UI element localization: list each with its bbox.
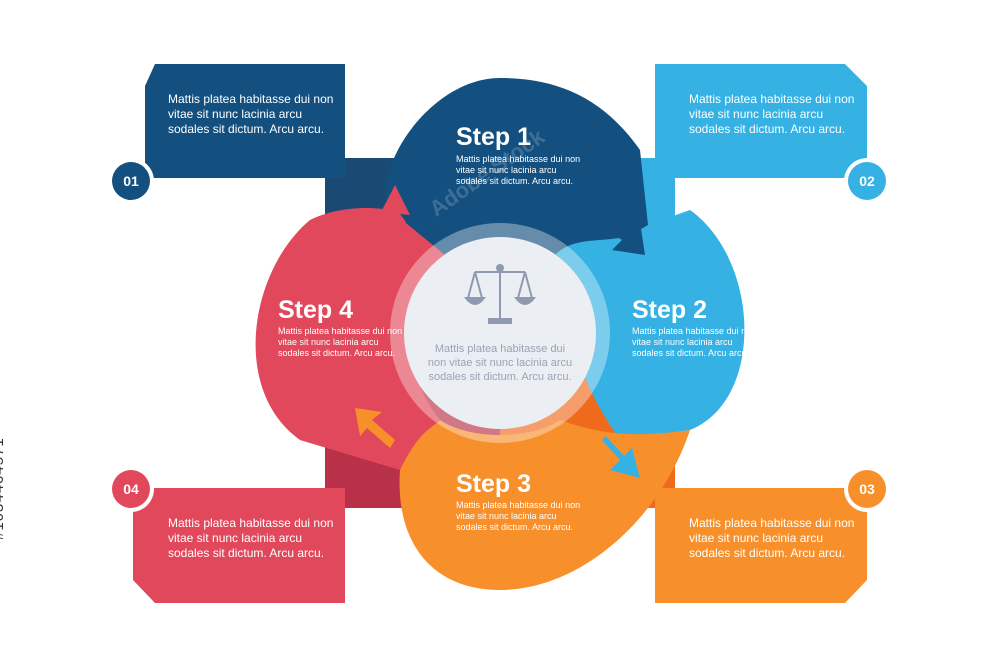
- info-box-02-text: Mattis platea habitasse dui non vitae si…: [689, 92, 855, 136]
- step1-arrow: [594, 215, 645, 255]
- step1-petal: [386, 78, 648, 255]
- info-box-04-text: Mattis platea habitasse dui non vitae si…: [168, 516, 334, 560]
- step3-text: Mattis platea habitasse dui non vitae si…: [456, 500, 581, 532]
- step2-title: Step 2: [632, 296, 708, 324]
- badge-02: 02: [848, 162, 886, 200]
- step4-title: Step 4: [278, 296, 354, 324]
- info-box-04-shape: [133, 488, 345, 603]
- step3-title: Step 3: [456, 470, 532, 498]
- stock-id: #1034464571: [0, 437, 7, 540]
- badge-03: 03: [848, 470, 886, 508]
- info-box-02-shape: [655, 64, 867, 178]
- center-text: Mattis platea habitasse dui non vitae si…: [427, 343, 573, 383]
- step2-petal: [575, 210, 745, 440]
- step3-arrow: [355, 408, 395, 448]
- step2-arrow: [602, 436, 640, 478]
- badge-04: 04: [112, 470, 150, 508]
- step4-text: Mattis platea habitasse dui non vitae si…: [278, 326, 403, 358]
- scales-icon: [463, 264, 537, 324]
- step3-petal: [399, 420, 690, 590]
- badge-01: 01: [112, 162, 150, 200]
- info-box-01-shape: [145, 64, 345, 178]
- info-box-03-shape: [655, 488, 867, 603]
- step4-arrow: [378, 185, 410, 225]
- info-box-03-text: Mattis platea habitasse dui non vitae si…: [689, 516, 855, 560]
- center-circle: [404, 237, 596, 429]
- step4-petal: [255, 208, 445, 470]
- step1-text: Mattis platea habitasse dui non vitae si…: [456, 154, 581, 186]
- info-box-01-text: Mattis platea habitasse dui non vitae si…: [168, 92, 334, 136]
- step2-text: Mattis platea habitasse dui non vitae si…: [632, 326, 757, 358]
- step1-title: Step 1: [456, 123, 532, 151]
